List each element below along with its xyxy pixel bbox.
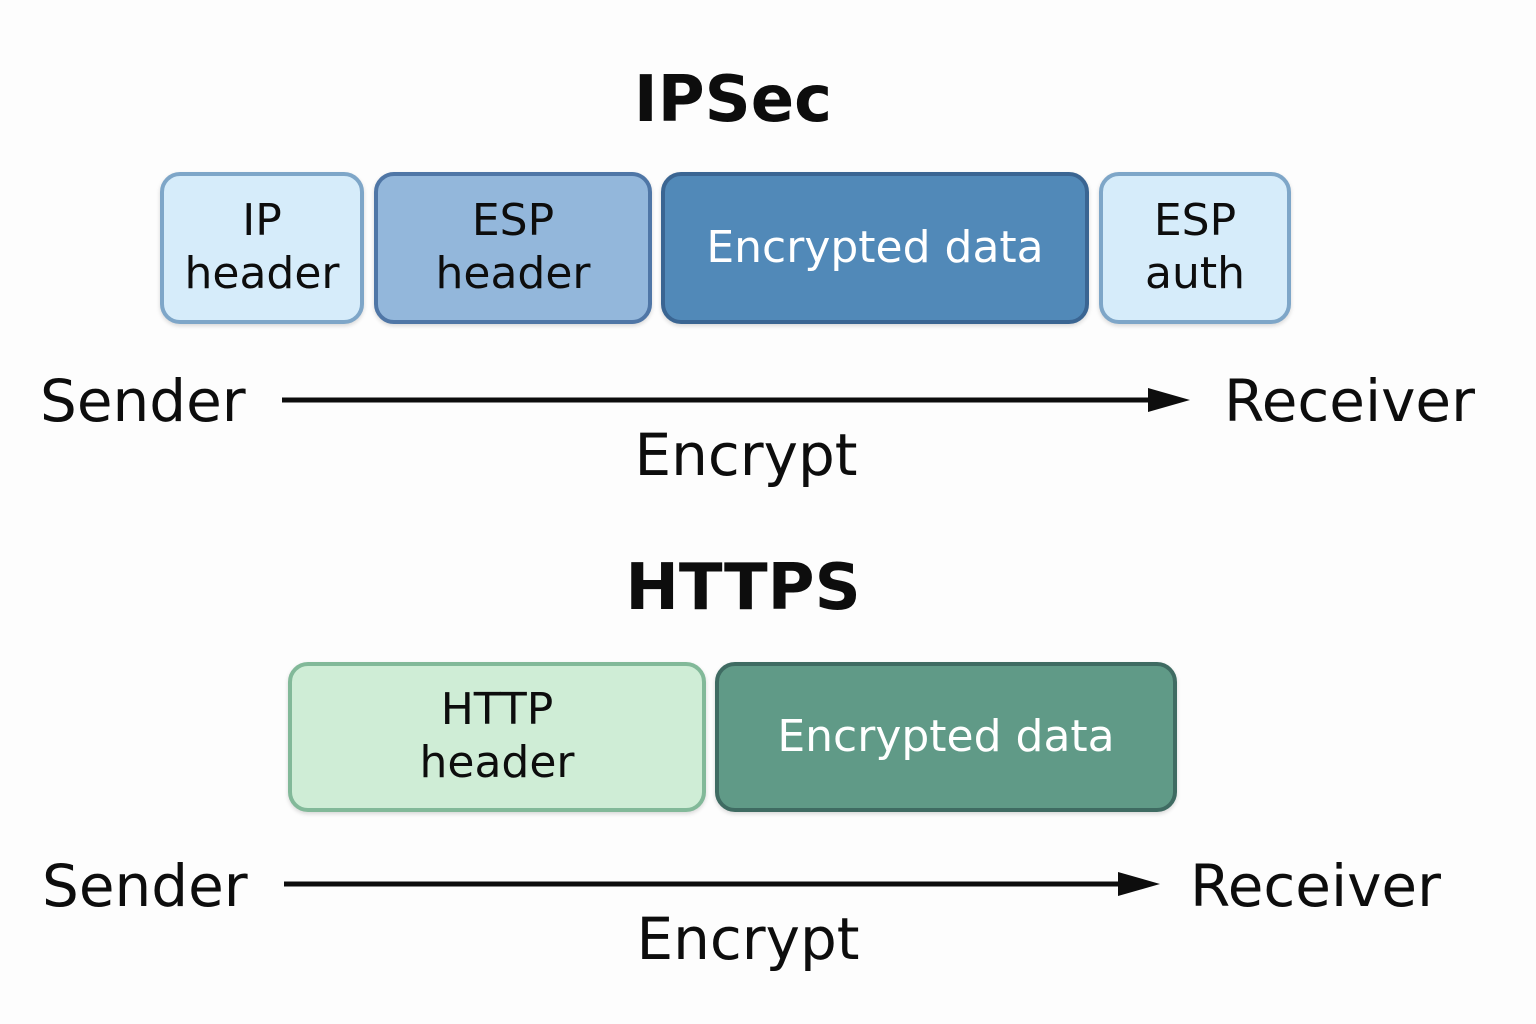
ipsec-title: IPSec (633, 63, 833, 137)
ipsec-arrow (282, 388, 1190, 412)
ipsec-sender-label: Sender (40, 367, 246, 435)
https-receiver-label: Receiver (1190, 852, 1441, 920)
ipsec-esp-auth-segment: ESP auth (1099, 172, 1291, 324)
ipsec-encrypted-data-segment: Encrypted data (661, 172, 1089, 324)
ipsec-encrypt-label: Encrypt (634, 421, 858, 489)
https-encrypt-label: Encrypt (636, 905, 860, 973)
https-arrow (284, 872, 1160, 896)
ipsec-ip-header-segment: IP header (160, 172, 364, 324)
ipsec-esp-header-segment: ESP header (374, 172, 652, 324)
https-encrypted-data-segment: Encrypted data (715, 662, 1177, 812)
ipsec-receiver-label: Receiver (1224, 367, 1475, 435)
https-title: HTTPS (625, 551, 861, 625)
https-http-header-segment: HTTP header (288, 662, 706, 812)
https-sender-label: Sender (42, 852, 248, 920)
